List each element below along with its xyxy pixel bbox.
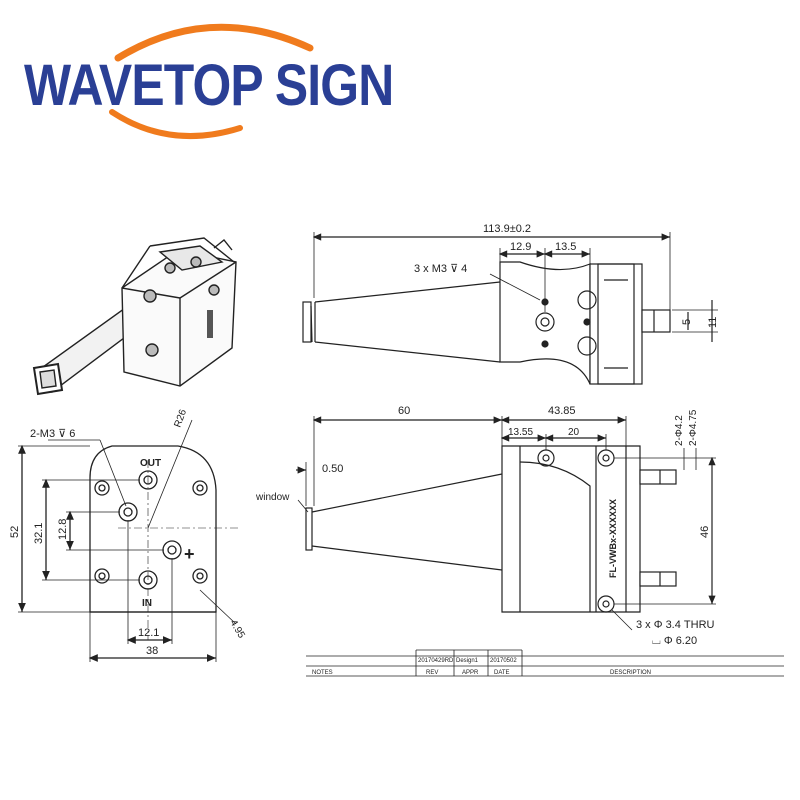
title-cell: NOTES bbox=[312, 670, 333, 676]
dim-60: 60 bbox=[398, 405, 410, 417]
dim-13-55: 13.55 bbox=[508, 427, 533, 438]
dim-12-1: 12.1 bbox=[138, 627, 159, 639]
title-cell: DATE bbox=[494, 670, 510, 676]
tap-note: 2-M3 ⊽ 6 bbox=[30, 428, 75, 440]
window-label: window bbox=[255, 492, 290, 503]
dim-overall-length: 113.9±0.2 bbox=[483, 223, 531, 235]
label-plus: + bbox=[184, 544, 195, 564]
dim-13-5: 13.5 bbox=[555, 241, 576, 253]
title-cell: APPR bbox=[462, 670, 479, 676]
dim-4-95: 4.95 bbox=[227, 618, 246, 641]
dim-46: 46 bbox=[699, 526, 711, 538]
title-block bbox=[306, 649, 784, 677]
hole-note-m3: 3 x M3 ⊽ 4 bbox=[414, 263, 467, 275]
title-cell: DESCRIPTION bbox=[610, 670, 651, 676]
thru-note: 3 x Φ 3.4 THRU bbox=[636, 619, 715, 631]
title-cell: 20170502 bbox=[490, 658, 517, 664]
dim-38: 38 bbox=[146, 645, 158, 657]
dim-52: 52 bbox=[9, 526, 21, 538]
dia-4-2: 2-Φ4.2 bbox=[674, 415, 685, 446]
title-block-text: NOTES 20170429RD Design1 20170502 REV AP… bbox=[312, 658, 651, 676]
title-cell: Design1 bbox=[456, 658, 479, 664]
title-cell: REV bbox=[426, 670, 438, 676]
dim-5: 5 bbox=[681, 319, 693, 325]
front-view bbox=[18, 419, 240, 662]
label-in: IN bbox=[142, 598, 152, 609]
title-cell: 20170429RD bbox=[418, 658, 454, 664]
dim-20: 20 bbox=[568, 427, 580, 438]
dim-11: 11 bbox=[707, 317, 719, 328]
logo-arc bbox=[109, 23, 314, 139]
dim-12-8: 12.8 bbox=[57, 519, 69, 540]
dim-0-50: 0.50 bbox=[322, 463, 343, 475]
part-marking: FL-VWBx-XXXXXX bbox=[608, 499, 618, 578]
label-out: OUT bbox=[140, 458, 161, 469]
dim-32-1: 32.1 bbox=[33, 523, 45, 544]
dia-4-75: 2-Φ4.75 bbox=[688, 409, 699, 446]
dim-r26: R26 bbox=[172, 408, 189, 429]
brand-logo: WAVETOP SIGN bbox=[0, 0, 800, 150]
top-view bbox=[302, 232, 718, 385]
dim-12-9: 12.9 bbox=[510, 241, 531, 253]
cbore-note: ⌴ Φ 6.20 bbox=[652, 635, 697, 647]
side-view bbox=[296, 416, 716, 631]
logo-text: WAVETOP SIGN bbox=[24, 53, 394, 118]
dim-43-85: 43.85 bbox=[548, 405, 576, 417]
isometric-view bbox=[32, 237, 237, 396]
